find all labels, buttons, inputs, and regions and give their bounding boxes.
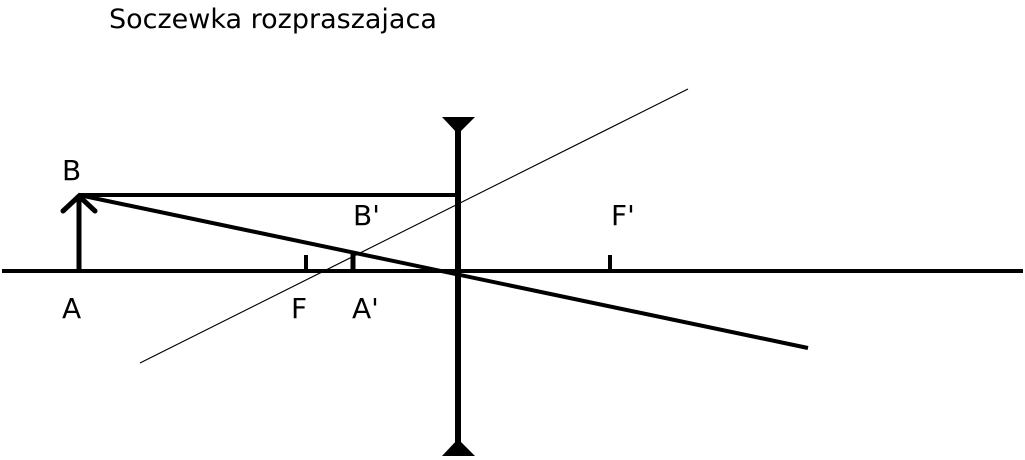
label-f-prime: F'	[611, 199, 635, 232]
label-b: B	[62, 154, 81, 187]
label-b-prime: B'	[353, 199, 380, 232]
label-a-prime: A'	[352, 292, 379, 325]
central-ray	[78, 193, 809, 350]
diverged-ray-extension	[139, 88, 689, 364]
label-f: F	[291, 292, 307, 325]
diagram-title: Soczewka rozpraszajaca	[109, 4, 437, 35]
label-a: A	[62, 292, 81, 325]
diverging-lens	[442, 117, 475, 456]
lens-bottom-arrowhead	[442, 439, 475, 456]
object-arrow	[60, 192, 98, 271]
lens-top-arrowhead	[442, 117, 475, 134]
